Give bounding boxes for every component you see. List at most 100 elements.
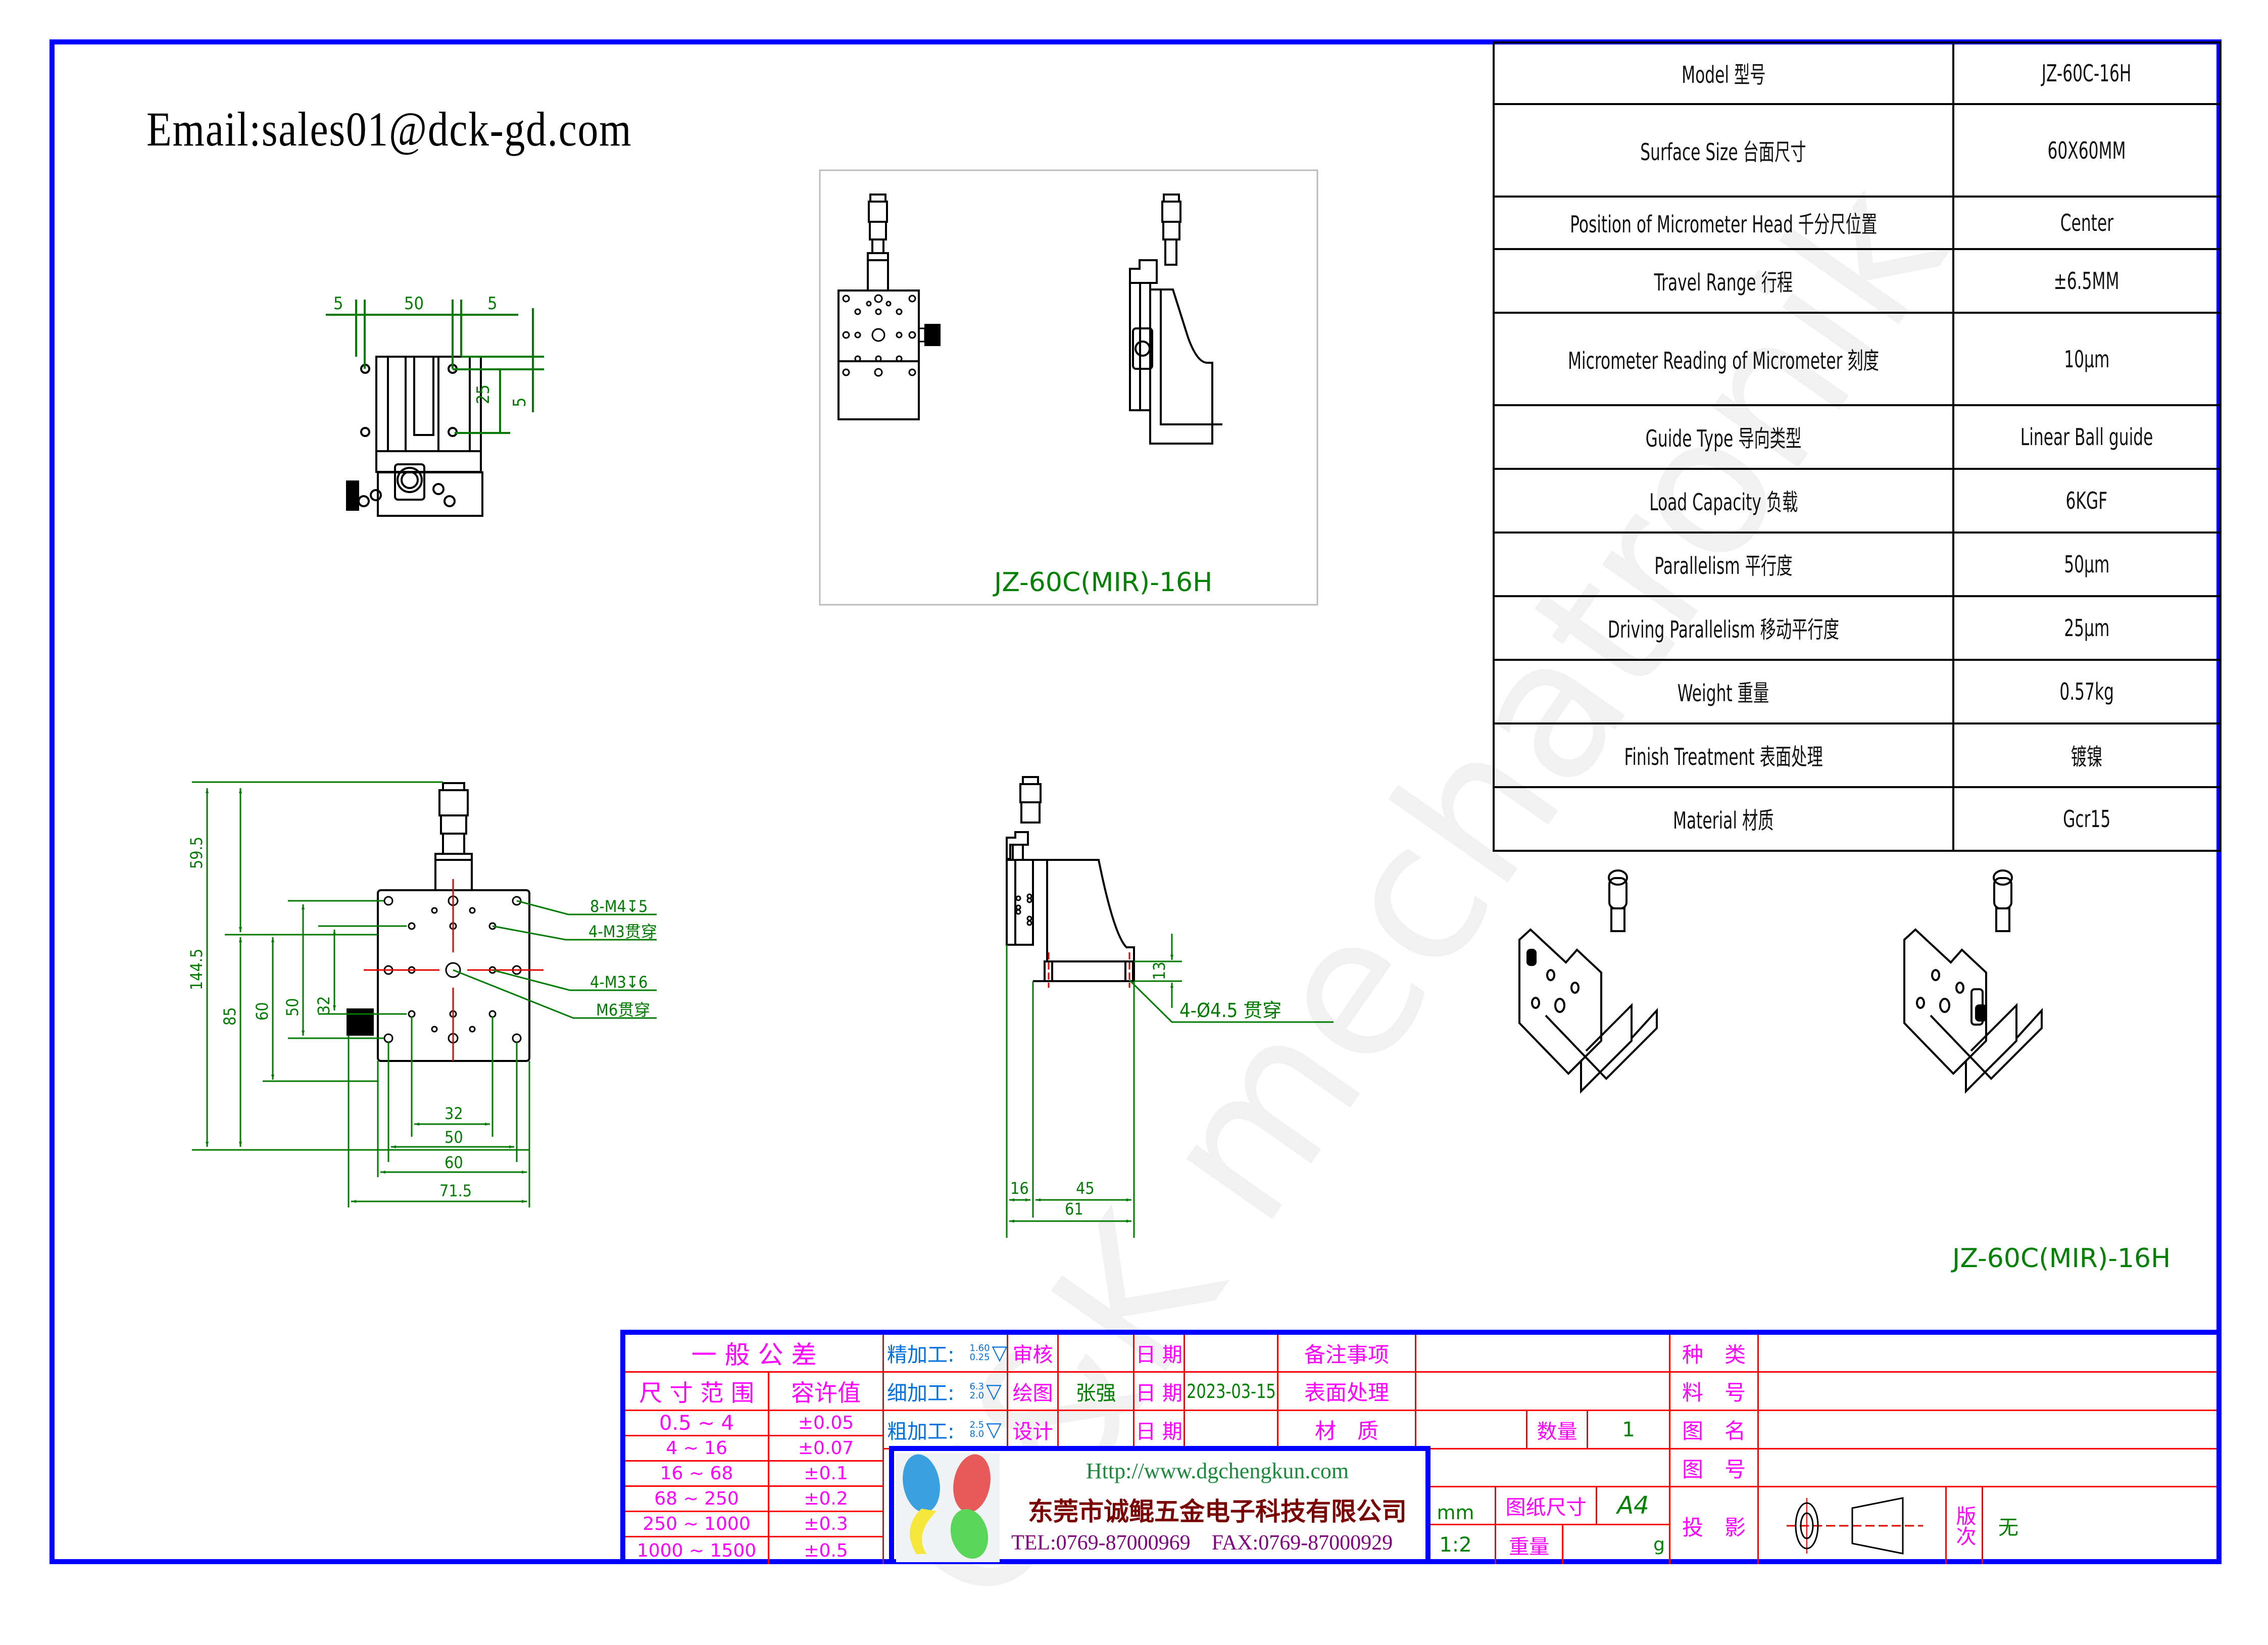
drawing-name-label: 图 名 <box>1670 1411 1759 1449</box>
front-view <box>347 782 530 1062</box>
svg-text:32: 32 <box>445 1104 463 1123</box>
drawer-name: 张强 <box>1059 1373 1135 1411</box>
svg-text:4-Ø4.5 贯穿: 4-Ø4.5 贯穿 <box>1179 999 1281 1022</box>
part-number-label: 料 号 <box>1670 1373 1759 1411</box>
review-label: 审核 <box>1008 1335 1059 1373</box>
company-name: 东莞市诚鲲五金电子科技有限公司 <box>1028 1496 1407 1526</box>
company-contact: TEL:0769-87000969 FAX:0769-87000929 <box>1011 1531 1393 1555</box>
svg-text:13: 13 <box>1150 961 1169 980</box>
svg-text:8-M4↧5: 8-M4↧5 <box>590 897 648 916</box>
tolerance-value: ±0.05 <box>769 1411 884 1436</box>
drawing-name-value <box>1759 1411 2216 1449</box>
revision-label: 版次 <box>1947 1487 1983 1564</box>
date-label: 日 期 <box>1135 1411 1185 1449</box>
tolerance-value: ±0.07 <box>769 1436 884 1462</box>
surface-treatment-value <box>1416 1373 1670 1411</box>
svg-text:60: 60 <box>445 1153 463 1172</box>
design-label: 设计 <box>1008 1411 1059 1449</box>
svg-text:25: 25 <box>473 384 494 404</box>
quantity-label: 数量 <box>1527 1411 1588 1449</box>
projection-label: 投 影 <box>1670 1487 1759 1564</box>
paper-size-label: 图纸尺寸 <box>1496 1487 1597 1525</box>
unit-value: mm <box>1416 1487 1496 1525</box>
isometric-view-left <box>1518 869 1658 1094</box>
tolerance-header: 容许值 <box>769 1373 884 1411</box>
svg-text:85: 85 <box>220 1007 239 1026</box>
svg-text:32: 32 <box>314 996 333 1014</box>
date-label: 日 期 <box>1135 1335 1185 1373</box>
tolerance-value: ±0.5 <box>769 1537 884 1564</box>
top-view-dimensions <box>326 300 544 434</box>
svg-text:4-M3↧6: 4-M3↧6 <box>590 973 648 992</box>
svg-text:71.5: 71.5 <box>439 1181 472 1200</box>
front-view-dimensions <box>192 781 657 1207</box>
svg-text:50: 50 <box>404 294 424 314</box>
tolerance-value: ±0.1 <box>769 1462 884 1487</box>
company-logo-icon <box>896 1453 1000 1562</box>
technical-drawings: 5 50 5 25 5 JZ-60C <box>187 169 2171 1274</box>
title-block: 一 般 公 差 尺 寸 范 围 容许值 0.5 ~ 4 ±0.05 4 ~ 16… <box>620 1330 2222 1564</box>
tolerance-range: 1000 ~ 1500 <box>625 1537 769 1564</box>
surface-treatment-label: 表面处理 <box>1278 1373 1416 1411</box>
review-date-value <box>1185 1335 1278 1373</box>
tolerance-value: ±0.3 <box>769 1512 884 1537</box>
design-date-value <box>1185 1411 1278 1449</box>
material-label: 材 质 <box>1278 1411 1416 1449</box>
date-label: 日 期 <box>1135 1373 1185 1411</box>
svg-text:4-M3贯穿: 4-M3贯穿 <box>588 922 657 941</box>
tolerance-range: 16 ~ 68 <box>625 1462 769 1487</box>
reviewer-value <box>1059 1335 1135 1373</box>
category-value <box>1759 1335 2216 1373</box>
svg-text:60: 60 <box>253 1002 272 1021</box>
drawing-number-value <box>1759 1449 2216 1487</box>
part-number-value <box>1759 1373 2216 1411</box>
tolerance-range: 4 ~ 16 <box>625 1436 769 1462</box>
tolerance-value: ±0.2 <box>769 1487 884 1512</box>
company-url: Http://www.dgchengkun.com <box>1086 1459 1349 1483</box>
svg-text:61: 61 <box>1065 1199 1083 1219</box>
designer-value <box>1059 1411 1135 1449</box>
preview-frame <box>819 169 1318 606</box>
drawing-date: 2023-03-15 <box>1185 1373 1278 1411</box>
paper-size-value: A4 <box>1597 1487 1670 1525</box>
first-angle-projection-icon <box>1786 1497 1923 1555</box>
category-label: 种 类 <box>1670 1335 1759 1373</box>
tolerance-range: 68 ~ 250 <box>625 1487 769 1512</box>
svg-text:45: 45 <box>1076 1179 1095 1198</box>
size-range-header: 尺 寸 范 围 <box>625 1373 769 1411</box>
projection-symbol <box>1759 1487 1947 1564</box>
tolerance-range: 250 ~ 1000 <box>625 1512 769 1537</box>
svg-text:5: 5 <box>510 398 530 407</box>
spec-row: Finish Treatment 表面处理镀镍 <box>1493 722 2222 788</box>
company-info-box: Http://www.dgchengkun.com 东莞市诚鲲五金电子科技有限公… <box>889 1446 1431 1564</box>
scale-value: 1:2 <box>1416 1525 1496 1564</box>
material-value <box>1416 1411 1527 1449</box>
revision-value: 无 <box>1998 1516 2018 1539</box>
quantity-value: 1 <box>1588 1411 1670 1449</box>
top-view <box>346 356 483 517</box>
isometric-view-right <box>1903 869 2043 1094</box>
svg-text:50: 50 <box>283 998 302 1017</box>
notes-value <box>1416 1335 1670 1373</box>
side-view-dimensions <box>1006 934 1334 1238</box>
svg-text:5: 5 <box>487 294 497 314</box>
svg-text:144.5: 144.5 <box>187 949 206 990</box>
svg-text:M6贯穿: M6贯穿 <box>596 1000 650 1020</box>
weight-value: g <box>1563 1525 1670 1564</box>
weight-label: 重量 <box>1496 1525 1563 1564</box>
svg-text:16: 16 <box>1010 1179 1029 1198</box>
svg-text:50: 50 <box>445 1128 463 1147</box>
svg-text:59.5: 59.5 <box>187 837 206 869</box>
